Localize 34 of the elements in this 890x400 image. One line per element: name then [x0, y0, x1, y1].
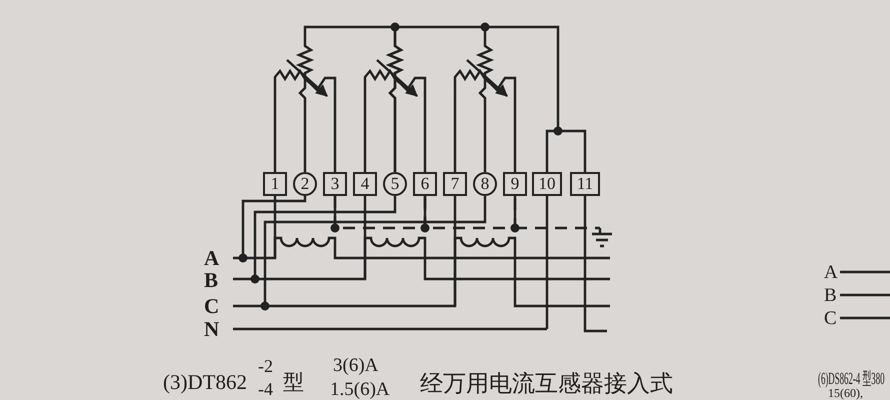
phase-label: C: [824, 309, 837, 328]
phase-label: N: [204, 319, 220, 340]
phase-label: A: [204, 248, 220, 269]
caption-text: -4: [258, 380, 273, 398]
terminal-box: 10: [532, 172, 562, 196]
terminal-circle: 2: [293, 172, 317, 196]
caption-text: (6)DS862-4 型380: [818, 370, 885, 387]
caption-text: 15(60),: [828, 387, 863, 399]
wire: [546, 130, 586, 172]
current-coil: [274, 68, 336, 172]
terminal-box: 11: [570, 172, 600, 196]
terminal-box: 6: [413, 172, 437, 196]
caption-text: -2: [258, 357, 273, 375]
phase-label: B: [204, 270, 218, 291]
caption-text: 3(6)A: [333, 356, 378, 375]
caption-text: 1.5(6)A: [330, 380, 390, 399]
phase-label: B: [824, 286, 837, 305]
terminal-box: 3: [323, 172, 347, 196]
ground-wire: [424, 196, 516, 230]
caption-text: 型: [283, 372, 304, 393]
phase-label: C: [204, 296, 220, 317]
terminal-box: 9: [503, 172, 527, 196]
voltage-coil: [386, 26, 494, 172]
terminal-circle: 5: [383, 172, 407, 196]
terminal-box: 7: [443, 172, 467, 196]
terminal-box: 1: [263, 172, 287, 196]
caption-text: (3)DT862: [163, 372, 247, 393]
ground-wire: [334, 196, 426, 230]
caption-text: 经万用电流互感器接入式: [420, 372, 673, 395]
terminal-box: 4: [353, 172, 377, 196]
terminal-circle: 8: [473, 172, 497, 196]
current-coil: [454, 68, 516, 172]
phase-label: A: [824, 263, 838, 282]
current-coil: [364, 68, 426, 172]
